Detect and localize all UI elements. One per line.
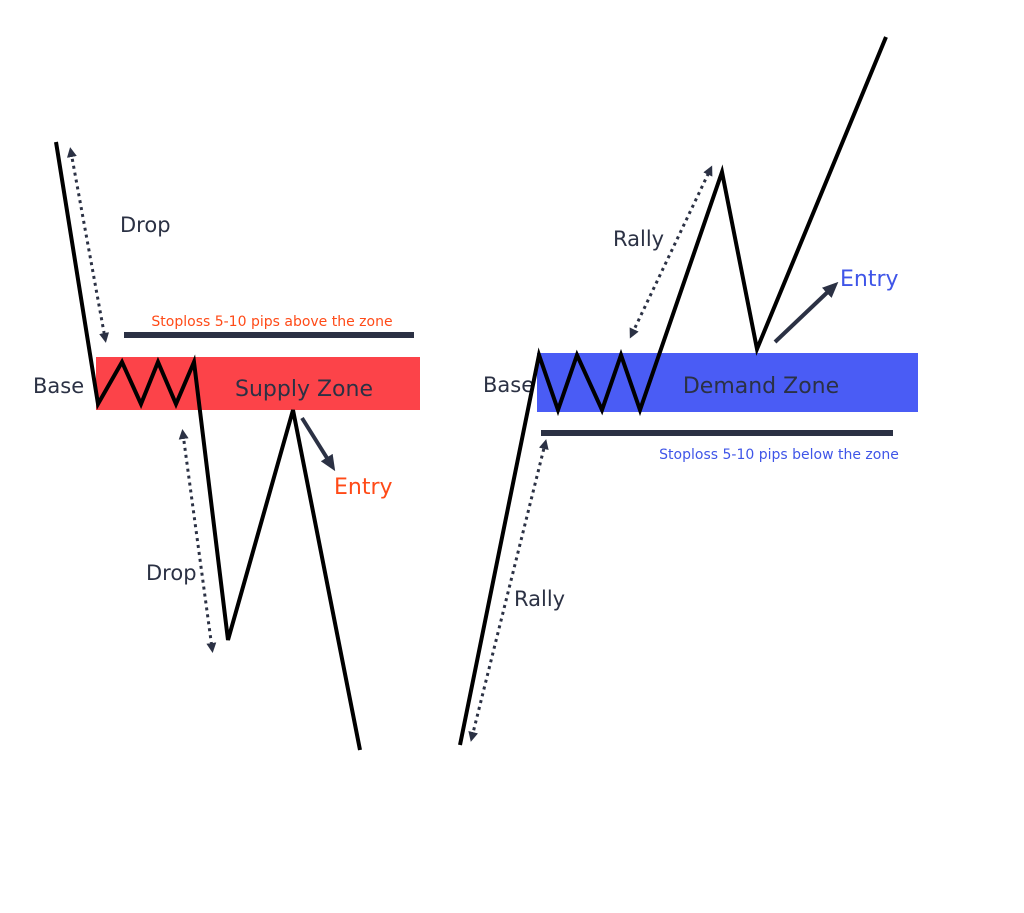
supply-price-line [54, 141, 362, 751]
supply-diagram: Stoploss 5-10 pips above the zone Supply… [33, 141, 420, 751]
demand-diagram: Stoploss 5-10 pips below the zone Demand… [458, 36, 918, 746]
demand-stoploss-label: Stoploss 5-10 pips below the zone [659, 447, 899, 463]
demand-zone-label: Demand Zone [683, 374, 839, 399]
demand-rally-top-arrow [629, 165, 713, 339]
demand-price-line [458, 36, 888, 746]
supply-zone-label: Supply Zone [235, 377, 373, 402]
demand-rally-bottom-label: Rally [514, 587, 565, 611]
supply-drop-bottom-label: Drop [146, 561, 197, 585]
supply-base-label: Base [33, 374, 84, 398]
supply-drop-top-label: Drop [120, 213, 171, 237]
supply-drop-top-arrow [66, 147, 110, 343]
demand-entry-arrow [773, 281, 839, 344]
supply-entry-arrow [300, 416, 336, 472]
demand-rally-bottom-arrow [468, 439, 549, 742]
demand-entry-label: Entry [840, 267, 899, 292]
supply-drop-bottom-arrow [178, 429, 217, 653]
supply-stoploss-label: Stoploss 5-10 pips above the zone [151, 314, 392, 330]
demand-base-label: Base [483, 373, 534, 397]
supply-entry-label: Entry [334, 475, 393, 500]
demand-rally-top-label: Rally [613, 227, 664, 251]
